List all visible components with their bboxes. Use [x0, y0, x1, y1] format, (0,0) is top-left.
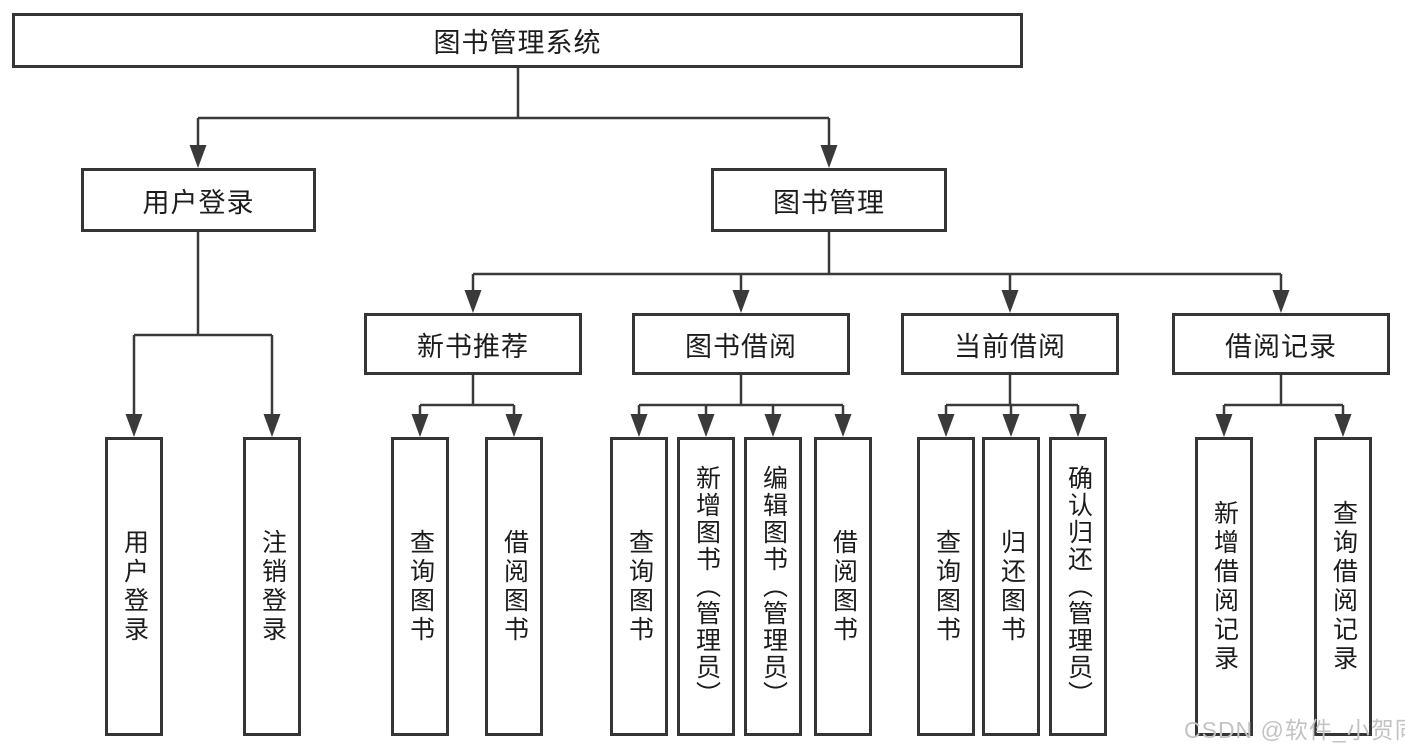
leaf-nbr-query-book: 查询图书	[391, 437, 449, 736]
arrowhead	[1334, 414, 1352, 437]
connector-newbookrec-to-leaves	[411, 375, 523, 437]
leaf-br-query-record: 查询借阅记录	[1314, 437, 1372, 736]
leaf-br-add-record-label: 新增借阅记录	[1210, 499, 1239, 674]
arrowhead	[820, 145, 838, 168]
leaf-user-login: 用户登录	[105, 437, 163, 736]
node-new-book-recommend: 新书推荐	[364, 313, 582, 375]
connector-userlogin-to-leaves	[125, 232, 281, 437]
leaf-cb-return-book: 归还图书	[982, 437, 1040, 736]
arrowhead	[1215, 414, 1233, 437]
node-user-login-label: 用户登录	[142, 187, 255, 218]
leaf-bb-query-book-label: 查询图书	[625, 528, 654, 645]
leaf-br-add-record: 新增借阅记录	[1195, 437, 1253, 736]
connector-bookmgmt-to-level3	[464, 232, 1290, 313]
arrowhead	[764, 414, 782, 437]
leaf-bb-add-book: 新增图书（管理员）	[677, 437, 735, 736]
connector-borrowrecords-to-leaves	[1215, 375, 1352, 437]
connector-root-to-level2	[189, 68, 838, 168]
csdn-watermark: CSDN @软件_小贺同学	[1184, 717, 1405, 743]
node-borrow-records: 借阅记录	[1172, 313, 1390, 375]
node-current-borrow-label: 当前借阅	[954, 331, 1066, 362]
node-book-management-label: 图书管理	[773, 187, 885, 218]
node-book-borrow: 图书借阅	[632, 313, 850, 375]
arrowhead	[1272, 290, 1290, 313]
arrowhead	[1002, 414, 1020, 437]
leaf-nbr-query-book-label: 查询图书	[406, 528, 435, 645]
node-borrow-records-label: 借阅记录	[1225, 331, 1337, 362]
leaf-cb-query-book: 查询图书	[917, 437, 975, 736]
arrowhead	[263, 414, 281, 437]
leaf-user-login-label: 用户登录	[120, 528, 149, 645]
leaf-cb-return-book-label: 归还图书	[997, 528, 1026, 645]
arrowhead	[937, 414, 955, 437]
leaf-bb-borrow-book: 借阅图书	[814, 437, 872, 736]
arrowhead	[505, 414, 523, 437]
node-book-management: 图书管理	[711, 168, 947, 232]
leaf-br-query-record-label: 查询借阅记录	[1329, 499, 1358, 674]
leaf-bb-edit-book: 编辑图书（管理员）	[744, 437, 802, 736]
leaf-bb-edit-book-label: 编辑图书（管理员）	[759, 465, 788, 708]
arrowhead	[834, 414, 852, 437]
leaf-logout-label: 注销登录	[258, 528, 287, 645]
node-user-login: 用户登录	[81, 168, 316, 232]
arrowhead	[411, 414, 429, 437]
node-current-borrow: 当前借阅	[901, 313, 1119, 375]
arrowhead	[125, 414, 143, 437]
arrowhead	[1069, 414, 1087, 437]
leaf-nbr-borrow-book: 借阅图书	[485, 437, 543, 736]
arrowhead	[697, 414, 715, 437]
node-new-book-recommend-label: 新书推荐	[417, 331, 529, 362]
arrowhead	[630, 414, 648, 437]
connector-bookborrow-to-leaves	[630, 375, 852, 437]
node-book-borrow-label: 图书借阅	[685, 331, 797, 362]
leaf-nbr-borrow-book-label: 借阅图书	[500, 528, 529, 645]
leaf-bb-add-book-label: 新增图书（管理员）	[692, 465, 721, 708]
connector-currentborrow-to-leaves	[937, 375, 1087, 437]
leaf-cb-query-book-label: 查询图书	[932, 528, 961, 645]
leaf-logout: 注销登录	[243, 437, 301, 736]
arrowhead	[189, 145, 207, 168]
arrowhead	[732, 290, 750, 313]
node-root-label: 图书管理系统	[433, 28, 602, 58]
leaf-bb-query-book: 查询图书	[610, 437, 668, 736]
arrowhead	[1001, 290, 1019, 313]
leaf-cb-confirm-return: 确认归还（管理员）	[1049, 437, 1107, 736]
leaf-cb-confirm-return-label: 确认归还（管理员）	[1064, 465, 1093, 708]
arrowhead	[464, 290, 482, 313]
leaf-bb-borrow-book-label: 借阅图书	[829, 528, 858, 645]
node-root: 图书管理系统	[12, 13, 1023, 68]
